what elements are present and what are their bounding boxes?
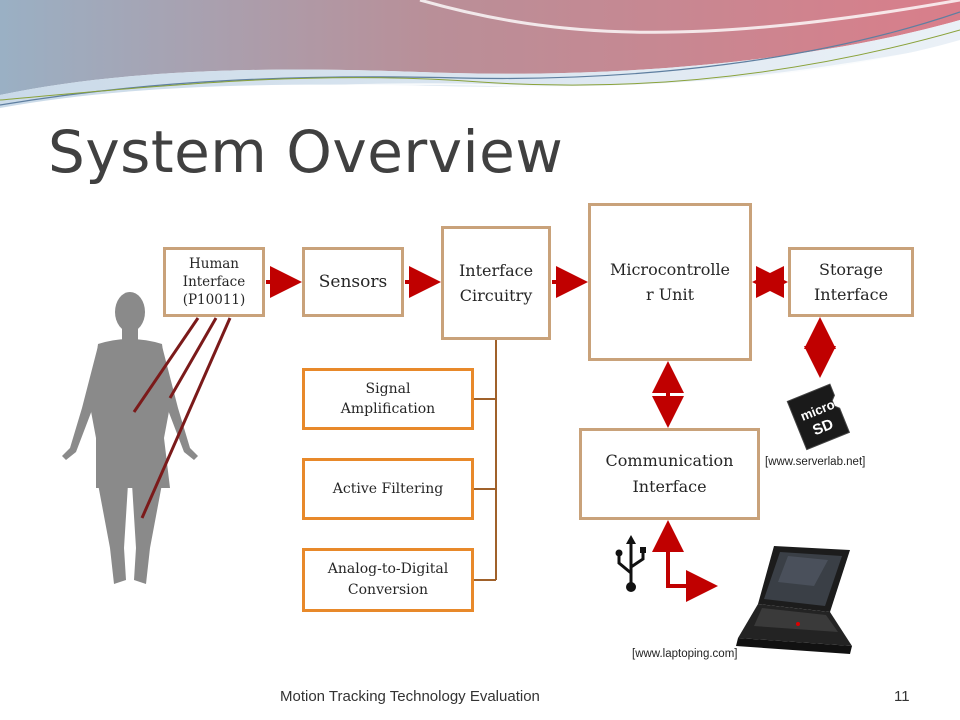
arrow-communication-laptop <box>652 520 718 602</box>
signal-amplification-box: Signal Amplification <box>302 368 474 430</box>
storage-interface-line-1: Storage <box>819 260 883 279</box>
microcontroller-line-2: r Unit <box>645 285 695 304</box>
communication-interface-line-1: Communication <box>605 451 734 470</box>
page-number: 11 <box>894 688 910 705</box>
human-silhouette-icon <box>48 288 212 594</box>
processing-bracket <box>474 340 497 581</box>
header-wave-decoration <box>0 0 960 111</box>
communication-interface-box: Communication Interface <box>579 428 760 520</box>
storage-interface-line-2: Interface <box>813 285 889 304</box>
slide-title: System Overview <box>48 118 564 186</box>
communication-interface-line-2: Interface <box>632 477 707 496</box>
microcontroller-line-1: Microcontrolle <box>609 260 731 279</box>
interface-circuitry-line-1: Interface <box>458 261 534 280</box>
microsd-card-icon: micro SD <box>786 383 851 451</box>
adc-line-1: Analog-to-Digital <box>327 561 449 577</box>
human-interface-line-3: (P10011) <box>182 292 246 308</box>
signal-amplification-line-1: Signal <box>365 381 411 397</box>
footer-text: Motion Tracking Technology Evaluation <box>280 688 540 705</box>
active-filtering-label: Active Filtering <box>332 481 444 497</box>
interface-circuitry-box: Interface Circuitry <box>441 226 551 340</box>
laptop-icon <box>718 542 856 662</box>
active-filtering-box: Active Filtering <box>302 458 474 520</box>
adc-line-2: Conversion <box>347 582 429 598</box>
storage-interface-box: Storage Interface <box>788 247 914 317</box>
sensors-label: Sensors <box>318 272 388 292</box>
svg-text:SD: SD <box>810 416 836 440</box>
interface-circuitry-line-2: Circuitry <box>459 286 533 305</box>
sensors-box: Sensors <box>302 247 404 317</box>
signal-amplification-line-2: Amplification <box>340 401 436 417</box>
microcontroller-unit-box: Microcontrolle r Unit <box>588 203 752 361</box>
adc-box: Analog-to-Digital Conversion <box>302 548 474 612</box>
human-interface-line-1: Human <box>188 256 239 272</box>
human-interface-line-2: Interface <box>182 274 246 290</box>
human-interface-box: Human Interface (P10011) <box>163 247 265 317</box>
laptop-image-credit: [www.laptoping.com] <box>632 648 738 660</box>
microsd-image-credit: [www.serverlab.net] <box>765 456 866 468</box>
usb-symbol-icon <box>615 535 646 592</box>
